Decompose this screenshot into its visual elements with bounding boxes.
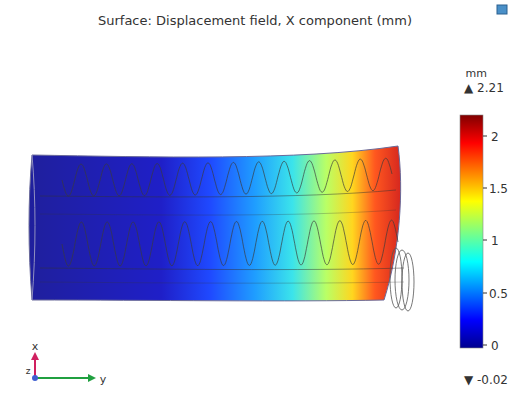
spring-coil: [62, 158, 392, 196]
axis-triad: [31, 352, 96, 382]
cylinder-surface: [29, 146, 401, 301]
spring-coil: [62, 220, 398, 266]
spring-ring: [390, 248, 402, 308]
inner-rod: [40, 282, 404, 283]
plot-title: Surface: Displacement field, X component…: [98, 14, 412, 27]
cylinder-end: [32, 155, 35, 300]
tick-label: 1: [491, 235, 499, 247]
color-bar-ticks: [483, 136, 487, 345]
color-bar: [460, 115, 483, 348]
spring-ring: [402, 253, 414, 311]
inner-rod: [40, 268, 404, 270]
tick-label: 0.5: [489, 288, 508, 300]
tick-label: 0: [491, 340, 499, 352]
unit-label: mm: [466, 68, 487, 79]
axis-label: y: [100, 374, 107, 385]
max-value: ▲ 2.21: [464, 82, 504, 94]
toolbar-icon: [497, 5, 507, 14]
inner-rod: [40, 210, 396, 215]
min-value: ▼ -0.02: [464, 374, 508, 386]
axis-label: z: [26, 367, 31, 376]
axis-label: x: [32, 341, 39, 352]
tick-label: 1.5: [489, 183, 508, 195]
tick-label: 2: [491, 131, 499, 143]
